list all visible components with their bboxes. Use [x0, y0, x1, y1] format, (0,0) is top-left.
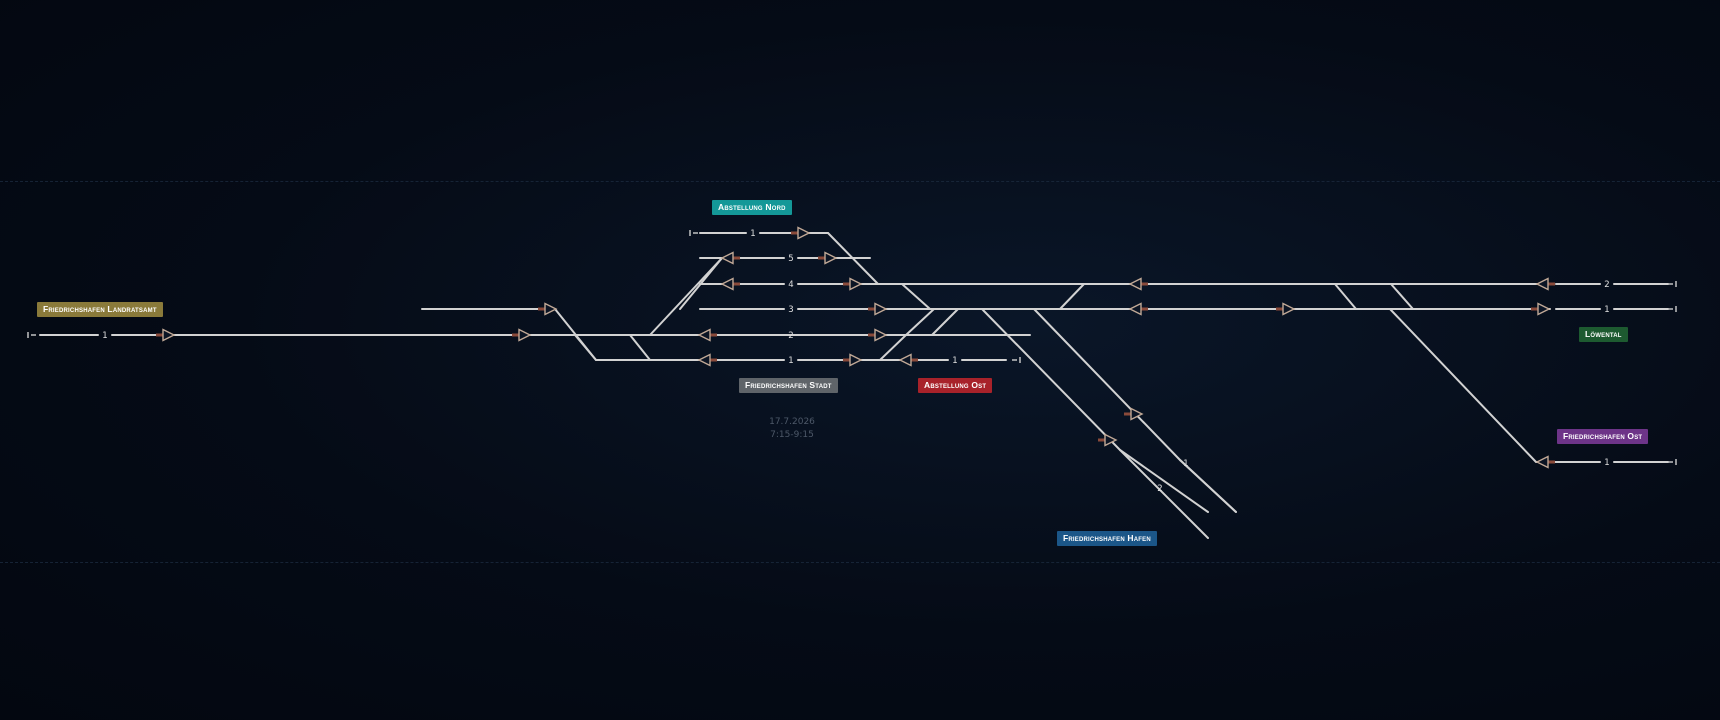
track-lines [39, 232, 1669, 539]
station-label-ost[interactable]: Friedrichshafen Ost [1557, 429, 1649, 444]
signal-stadt-4-east-head [849, 277, 863, 291]
signal-approach-stadt[interactable] [512, 328, 532, 342]
signal-stadt-5-west[interactable] [720, 251, 740, 265]
signal-stadt-1-west-head [697, 353, 711, 367]
signal-hafen-2[interactable] [1098, 433, 1118, 447]
signal-nord-1-head [797, 226, 811, 240]
end-landratsamt [27, 332, 36, 338]
signal-approach-upper[interactable] [538, 302, 558, 316]
signal-stadt-5-east-head [824, 251, 838, 265]
track-number-hafen-2: 2 [1157, 484, 1162, 494]
signal-stadt-3-east[interactable] [868, 302, 888, 316]
track-segment-28 [679, 257, 723, 310]
track-number-stadt-4: 4 [788, 280, 793, 290]
signal-landratsamt-1-head [162, 328, 176, 342]
track-segment-26 [629, 334, 651, 361]
track-segment-25 [574, 334, 597, 361]
timetable-date: 17.7.2026 [769, 417, 815, 427]
end-ost-1 [1668, 459, 1677, 465]
signal-stadt-2-east-head [874, 328, 888, 342]
signal-main-lower-west-head [1128, 302, 1142, 316]
upper-boundary-line [0, 181, 1720, 182]
signal-stadt-4-west[interactable] [720, 277, 740, 291]
signal-ost-1[interactable] [1535, 455, 1555, 469]
track-labels: 1 1 5 4 3 2 1 1 2 1 1 2 1 [102, 229, 1609, 494]
track-number-loewental-1: 1 [1604, 305, 1609, 315]
signal-loewental-1-head [1537, 302, 1551, 316]
signal-loewental-2-head [1535, 277, 1549, 291]
signal-stadt-5-east[interactable] [818, 251, 838, 265]
track-segment-35 [879, 334, 907, 361]
station-label-abstellung-ost[interactable]: Abstellung Ost [918, 378, 993, 393]
track-number-stadt-5: 5 [788, 254, 793, 264]
signal-stadt-5-west-head [720, 251, 734, 265]
station-label-loewental[interactable]: Löwental [1579, 327, 1628, 342]
track-number-nord-1: 1 [750, 229, 755, 239]
end-loewental-1 [1668, 306, 1677, 312]
track-number-abstellung-ost-1: 1 [952, 356, 957, 366]
signal-stadt-2-west-head [697, 328, 711, 342]
track-ends [27, 230, 1677, 465]
signal-ost-west[interactable] [898, 353, 918, 367]
track-segment-33 [1390, 283, 1414, 310]
signal-ost-west-head [898, 353, 912, 367]
track-segment-31 [1059, 283, 1085, 310]
track-segment-36 [905, 308, 935, 336]
track-number-stadt-3: 3 [788, 305, 793, 315]
signal-stadt-3-east-head [874, 302, 888, 316]
track-segment-27 [649, 257, 723, 336]
signal-stadt-1-east-head [849, 353, 863, 367]
signal-main-upper-west-head [1128, 277, 1142, 291]
track-segment-34 [931, 308, 959, 336]
station-label-landratsamt[interactable]: Friedrichshafen Landratsamt [37, 302, 163, 317]
signal-main-lower-west[interactable] [1128, 302, 1148, 316]
track-segment-37 [981, 308, 1209, 513]
signal-main-upper-west[interactable] [1128, 277, 1148, 291]
track-segment-29 [827, 232, 879, 285]
track-segment-32 [1334, 283, 1357, 310]
signal-stadt-2-east[interactable] [868, 328, 888, 342]
station-label-hafen[interactable]: Friedrichshafen Hafen [1057, 531, 1157, 546]
end-nord [689, 230, 698, 236]
station-label-abstellung-nord[interactable]: Abstellung Nord [712, 200, 792, 215]
timetable-period: 17.7.2026 7:15-9:15 [752, 416, 832, 442]
end-abstellung-ost [1012, 357, 1021, 363]
track-number-loewental-2: 2 [1604, 280, 1609, 290]
track-segment-41 [1179, 459, 1237, 513]
signal-hafen-1[interactable] [1124, 407, 1144, 421]
lower-boundary-line [0, 562, 1720, 563]
signal-stadt-2-west[interactable] [697, 328, 717, 342]
signal-main-lower-east[interactable] [1276, 302, 1296, 316]
track-segment-30 [901, 283, 931, 310]
signal-stadt-4-west-head [720, 277, 734, 291]
station-label-stadt[interactable]: Friedrichshafen Stadt [739, 378, 838, 393]
track-number-stadt-2: 2 [788, 331, 793, 341]
signal-approach-stadt-head [518, 328, 532, 342]
signal-loewental-2[interactable] [1535, 277, 1555, 291]
signal-hafen-1-head [1130, 407, 1144, 421]
track-number-stadt-1: 1 [788, 356, 793, 366]
end-loewental-2 [1668, 281, 1677, 287]
timetable-time-range: 7:15-9:15 [770, 430, 814, 440]
signal-main-lower-east-head [1282, 302, 1296, 316]
track-segment-40 [1119, 449, 1209, 539]
signal-stadt-4-east[interactable] [843, 277, 863, 291]
track-number-ost-1: 1 [1604, 458, 1609, 468]
track-segment-39 [1389, 308, 1557, 463]
signal-nord-1[interactable] [791, 226, 811, 240]
track-number-hafen-1: 1 [1183, 459, 1188, 469]
signal-hafen-2-head [1104, 433, 1118, 447]
signal-stadt-1-east[interactable] [843, 353, 863, 367]
signal-loewental-1[interactable] [1531, 302, 1551, 316]
signal-ost-1-head [1535, 455, 1549, 469]
track-number-landratsamt-1: 1 [102, 331, 107, 341]
signal-landratsamt-1[interactable] [156, 328, 176, 342]
signals [156, 226, 1555, 469]
signal-approach-upper-head [544, 302, 558, 316]
signal-stadt-1-west[interactable] [697, 353, 717, 367]
